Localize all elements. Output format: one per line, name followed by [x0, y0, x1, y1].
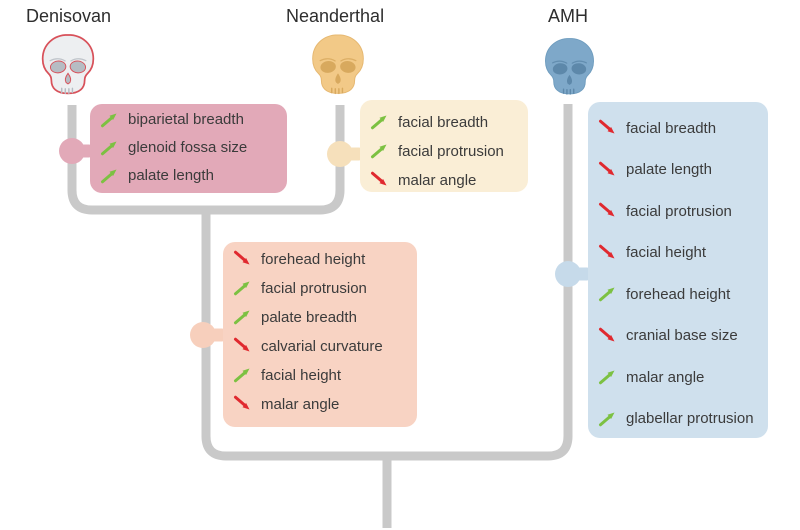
- arrow-down-icon: [234, 337, 250, 352]
- trait-row: facial height: [223, 360, 417, 389]
- trait-label: facial height: [261, 366, 342, 384]
- node-amh: [555, 261, 581, 287]
- arrow-up-icon: [599, 370, 615, 385]
- trait-label: facial breadth: [398, 113, 489, 131]
- denisovan-skull-icon: [41, 33, 95, 95]
- arrow-up-icon: [371, 115, 387, 130]
- arrow-up-icon: [101, 113, 117, 127]
- arrow-up-icon: [371, 144, 387, 159]
- trait-row: palate breadth: [223, 302, 417, 331]
- arrow-down-icon: [599, 327, 615, 342]
- arrow-down-icon: [234, 250, 250, 265]
- arrow-down-icon: [599, 119, 615, 134]
- trait-row: palate length: [90, 161, 287, 189]
- arrow-down-icon: [371, 171, 387, 186]
- trait-row: facial height: [588, 232, 768, 274]
- trait-row: forehead height: [588, 273, 768, 315]
- trait-box-amh: facial breadth palate length facial prot…: [588, 102, 768, 438]
- arrow-up-icon: [101, 169, 117, 183]
- trait-row: malar angle: [588, 356, 768, 398]
- node-denisovan: [59, 138, 85, 164]
- arrow-down-icon: [599, 161, 615, 176]
- trait-label: palate length: [626, 161, 712, 179]
- trait-row: calvarial curvature: [223, 331, 417, 360]
- trait-row: forehead height: [223, 244, 417, 273]
- arrow-down-icon: [234, 395, 250, 410]
- arrow-up-icon: [599, 287, 615, 302]
- trait-box-denisovan: biparietal breadth glenoid fossa size pa…: [90, 104, 287, 193]
- trait-box-neanderthal: facial breadth facial protrusion malar a…: [360, 100, 528, 192]
- trait-row: glabellar protrusion: [588, 398, 768, 440]
- lineage-title-amh: AMH: [548, 6, 588, 26]
- trait-label: malar angle: [261, 395, 340, 413]
- arrow-up-icon: [599, 412, 615, 427]
- trait-row: biparietal breadth: [90, 105, 287, 133]
- trait-row: facial breadth: [588, 107, 768, 149]
- trait-label: facial breadth: [626, 119, 717, 137]
- node-neanderthal-denisovan-ancestor: [190, 322, 216, 348]
- trait-box-neanderthal-denisovan-ancestor: forehead height facial protrusion palate…: [223, 242, 417, 427]
- lineage-title-neanderthal: Neanderthal: [286, 6, 385, 26]
- trait-row: facial protrusion: [360, 136, 528, 165]
- trait-label: palate length: [128, 167, 214, 184]
- arrow-up-icon: [101, 141, 117, 155]
- arrow-up-icon: [234, 310, 250, 325]
- trait-row: facial breadth: [360, 107, 528, 136]
- trait-label: glenoid fossa size: [128, 139, 248, 156]
- trait-row: malar angle: [223, 389, 417, 418]
- trait-label: forehead height: [626, 285, 731, 303]
- trait-label: glabellar protrusion: [626, 410, 754, 428]
- arrow-down-icon: [599, 244, 615, 259]
- trait-label: facial protrusion: [261, 279, 367, 297]
- amh-skull-icon: [545, 37, 594, 95]
- neanderthal-skull-icon: [312, 34, 364, 95]
- trait-label: facial protrusion: [398, 142, 504, 160]
- arrow-up-icon: [234, 281, 250, 296]
- arrow-up-icon: [234, 368, 250, 383]
- trait-row: cranial base size: [588, 315, 768, 357]
- node-neanderthal: [327, 141, 353, 167]
- lineage-title-denisovan: Denisovan: [26, 6, 112, 26]
- trait-label: malar angle: [398, 171, 477, 189]
- trait-label: forehead height: [261, 250, 366, 268]
- trait-row: glenoid fossa size: [90, 133, 287, 161]
- trait-label: biparietal breadth: [128, 111, 244, 128]
- trait-label: facial height: [626, 244, 707, 262]
- trait-label: calvarial curvature: [261, 337, 383, 355]
- trait-row: facial protrusion: [588, 190, 768, 232]
- trait-label: malar angle: [626, 368, 705, 386]
- trait-label: facial protrusion: [626, 202, 732, 220]
- trait-row: facial protrusion: [223, 273, 417, 302]
- trait-label: cranial base size: [626, 327, 738, 345]
- trait-row: malar angle: [360, 165, 528, 194]
- arrow-down-icon: [599, 202, 615, 217]
- trait-label: palate breadth: [261, 308, 357, 326]
- trait-row: palate length: [588, 149, 768, 191]
